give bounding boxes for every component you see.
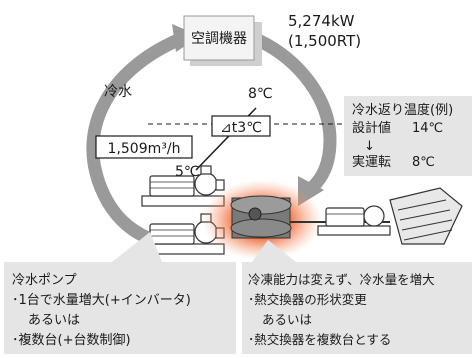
- loop-arc-right: [251, 33, 337, 195]
- aircon-unit: 空調機器: [183, 15, 262, 66]
- return-temp-actual-value: 8℃: [412, 155, 435, 170]
- chiller-compressor: [248, 207, 262, 221]
- tower-pump: [290, 205, 391, 236]
- pump-upper-outlet: [200, 165, 212, 175]
- delta-t-label: ⊿t3℃: [220, 120, 262, 136]
- tower-louver-2: [399, 209, 451, 221]
- chiller-unit: [202, 180, 322, 260]
- chiller-callout-bg: [242, 262, 472, 354]
- chiller-callout-pointer: [252, 240, 296, 262]
- chiller-callout-line3: あるいは: [262, 312, 312, 327]
- cooling-tower: [389, 187, 463, 245]
- pump-lower-motor: [149, 223, 195, 245]
- cooling-tower-body: [389, 187, 463, 245]
- tower-louver-1: [397, 199, 447, 211]
- return-temp-box: 冷水返り温度(例) 設計値 14℃ ↓ 実運転 8℃: [344, 96, 472, 176]
- pump-callout-line2: あるいは: [28, 313, 80, 328]
- chiller-callout-line2: ･熱交換器の形状変更: [248, 292, 367, 307]
- chiller-callout: 冷凍能力は変えず、冷水量を増大 ･熱交換器の形状変更 あるいは ･熱交換器を複数…: [242, 240, 472, 354]
- tower-pump-casing: [363, 205, 385, 227]
- pump-upper-motor: [149, 175, 195, 197]
- temp-return-label: 8℃: [248, 86, 273, 102]
- pump-upper-casing: [194, 172, 218, 196]
- pump-callout-line3: ･複数台(+台数制御): [12, 332, 131, 348]
- tower-pump-motor: [325, 207, 365, 227]
- flow-label: 1,509m³/h: [108, 141, 181, 157]
- return-temp-bg: [344, 96, 472, 176]
- aircon-capacity-rt: (1,500RT): [288, 32, 361, 50]
- return-temp-title: 冷水返り温度(例): [352, 102, 453, 118]
- pump-callout-bg: [4, 262, 236, 354]
- tower-louver-3: [401, 219, 453, 231]
- tower-pump-base: [317, 225, 391, 236]
- pump-callout-line1: ･1台で水量増大(+インバータ): [12, 293, 191, 308]
- return-temp-arrow: ↓: [364, 139, 375, 154]
- chiller-shell-upper: [230, 195, 292, 215]
- tower-louver-4: [403, 229, 453, 241]
- return-temp-design-label: 設計値: [352, 120, 391, 136]
- pump-callout: 冷水ポンプ ･1台で水量増大(+インバータ) あるいは ･複数台(+台数制御): [4, 232, 236, 354]
- pump-upper-inlet: [215, 179, 225, 191]
- chilled-water-label: 冷水: [104, 84, 132, 100]
- return-temp-actual-label: 実運転: [352, 154, 391, 170]
- flow-box: [95, 135, 193, 159]
- aircon-label: 空調機器: [191, 31, 247, 47]
- chiller-callout-line4: ･熱交換器を複数台とする: [248, 332, 391, 347]
- pump-callout-pointer: [112, 232, 162, 262]
- loop-arc-left: [86, 33, 185, 245]
- pump-callout-title: 冷水ポンプ: [12, 273, 77, 288]
- aircon-box: [183, 15, 255, 61]
- pump-upper: [141, 165, 225, 207]
- delta-t-box: [211, 115, 271, 137]
- return-temp-design-value: 14℃: [412, 121, 443, 136]
- chiller-callout-line1: 冷凍能力は変えず、冷水量を増大: [248, 272, 435, 287]
- chiller-shell-lower: [230, 218, 292, 238]
- aircon-capacity-kw: 5,274kW: [288, 12, 355, 30]
